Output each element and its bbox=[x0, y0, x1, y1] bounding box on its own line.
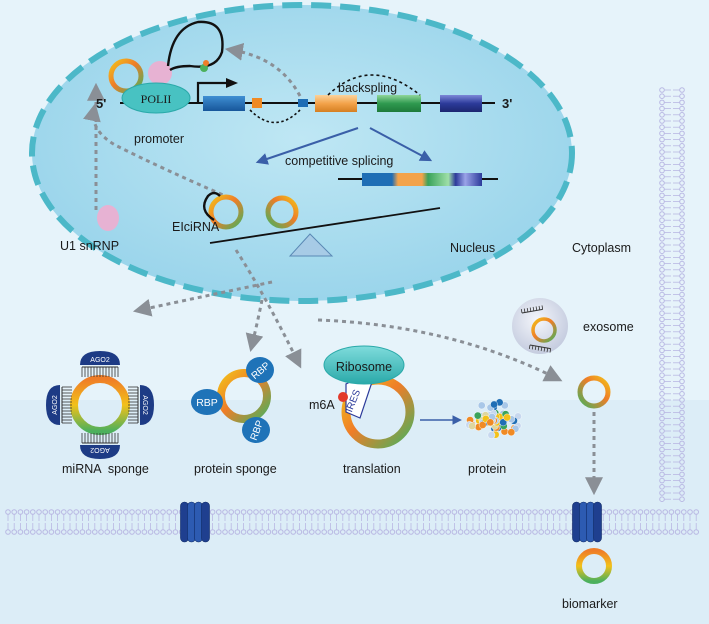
mirna-sponge-label: miRNA sponge bbox=[62, 462, 149, 476]
mirna-sponge-circrna bbox=[70, 375, 130, 435]
vertical-membrane bbox=[659, 87, 685, 503]
u1-snrnp-label: U1 snRNP bbox=[60, 239, 119, 253]
protein-sponge-label: protein sponge bbox=[194, 462, 277, 476]
balance-fulcrum bbox=[288, 233, 334, 257]
arrow-to-protein-sponge bbox=[245, 299, 264, 353]
nucleus bbox=[29, 2, 575, 304]
backspling-arc bbox=[327, 74, 421, 96]
membrane-channel-right bbox=[572, 501, 602, 543]
exosome-label: exosome bbox=[583, 320, 634, 334]
exon-3 bbox=[377, 95, 421, 112]
balance-beam bbox=[209, 207, 441, 244]
u1-snrnp bbox=[97, 205, 119, 231]
exosome bbox=[512, 298, 568, 354]
arrow-competitive-left bbox=[255, 127, 359, 165]
m6a-mark bbox=[338, 392, 348, 402]
gene-structure bbox=[120, 74, 495, 124]
cytoplasmic-circrna bbox=[577, 375, 611, 409]
arrow-elcirna-to-promoter bbox=[83, 102, 231, 200]
polii-enzyme bbox=[121, 82, 191, 114]
protein-label: protein bbox=[468, 462, 506, 476]
biomarker-circrna bbox=[576, 548, 612, 584]
elcirna bbox=[202, 191, 244, 230]
translation-label: translation bbox=[343, 462, 401, 476]
svg-text:AGO2: AGO2 bbox=[141, 395, 148, 415]
linear-mrna bbox=[362, 173, 482, 186]
five-prime-label: 5' bbox=[96, 96, 106, 111]
backspling-label: backspling bbox=[338, 81, 397, 95]
ribosome bbox=[323, 345, 405, 385]
exon-1 bbox=[203, 96, 245, 111]
protein-sponge: RBP RBP RBP bbox=[191, 357, 274, 443]
svg-text:AGO2: AGO2 bbox=[52, 395, 59, 415]
m6a-label: m6A bbox=[309, 398, 335, 412]
svg-text:AGO2: AGO2 bbox=[90, 357, 110, 364]
arrow-to-biomarker bbox=[317, 318, 563, 382]
three-prime-label: 3' bbox=[502, 96, 512, 111]
intron-element bbox=[252, 98, 262, 108]
polii-label: POLII bbox=[141, 92, 172, 106]
u1-snrnp-bound bbox=[148, 61, 172, 85]
arrow-competitive-right bbox=[369, 127, 433, 162]
arrow-to-translation bbox=[234, 249, 302, 369]
ribosome-label: Ribosome bbox=[336, 360, 392, 374]
exon-2 bbox=[315, 95, 357, 112]
membrane-channel-left bbox=[180, 501, 210, 543]
competitive-splicing-label: competitive splicing bbox=[285, 154, 393, 168]
biomarker-label: biomarker bbox=[562, 597, 618, 611]
tss-arrow bbox=[196, 81, 232, 103]
rbp-label-1: RBP bbox=[196, 397, 218, 409]
exon-4 bbox=[440, 95, 482, 112]
translation-complex: IRES Ribosome bbox=[323, 345, 462, 449]
polii-complex: POLII bbox=[108, 20, 224, 114]
arrow-backsplicing-to-polii bbox=[224, 42, 302, 97]
promoter-label: promoter bbox=[134, 132, 184, 146]
arrow-to-mirna-sponge bbox=[132, 280, 273, 317]
cytoplasm-label: Cytoplasm bbox=[572, 241, 631, 255]
svg-text:AGO2: AGO2 bbox=[90, 446, 110, 453]
intron-loop bbox=[249, 109, 301, 124]
elcirna-loop-top bbox=[166, 20, 224, 72]
nucleus-label: Nucleus bbox=[450, 241, 495, 255]
protein-structure bbox=[465, 398, 522, 439]
elcirna-label: EIciRNA bbox=[172, 220, 220, 234]
intron-element-small bbox=[298, 99, 308, 107]
ecircrna bbox=[265, 195, 299, 229]
